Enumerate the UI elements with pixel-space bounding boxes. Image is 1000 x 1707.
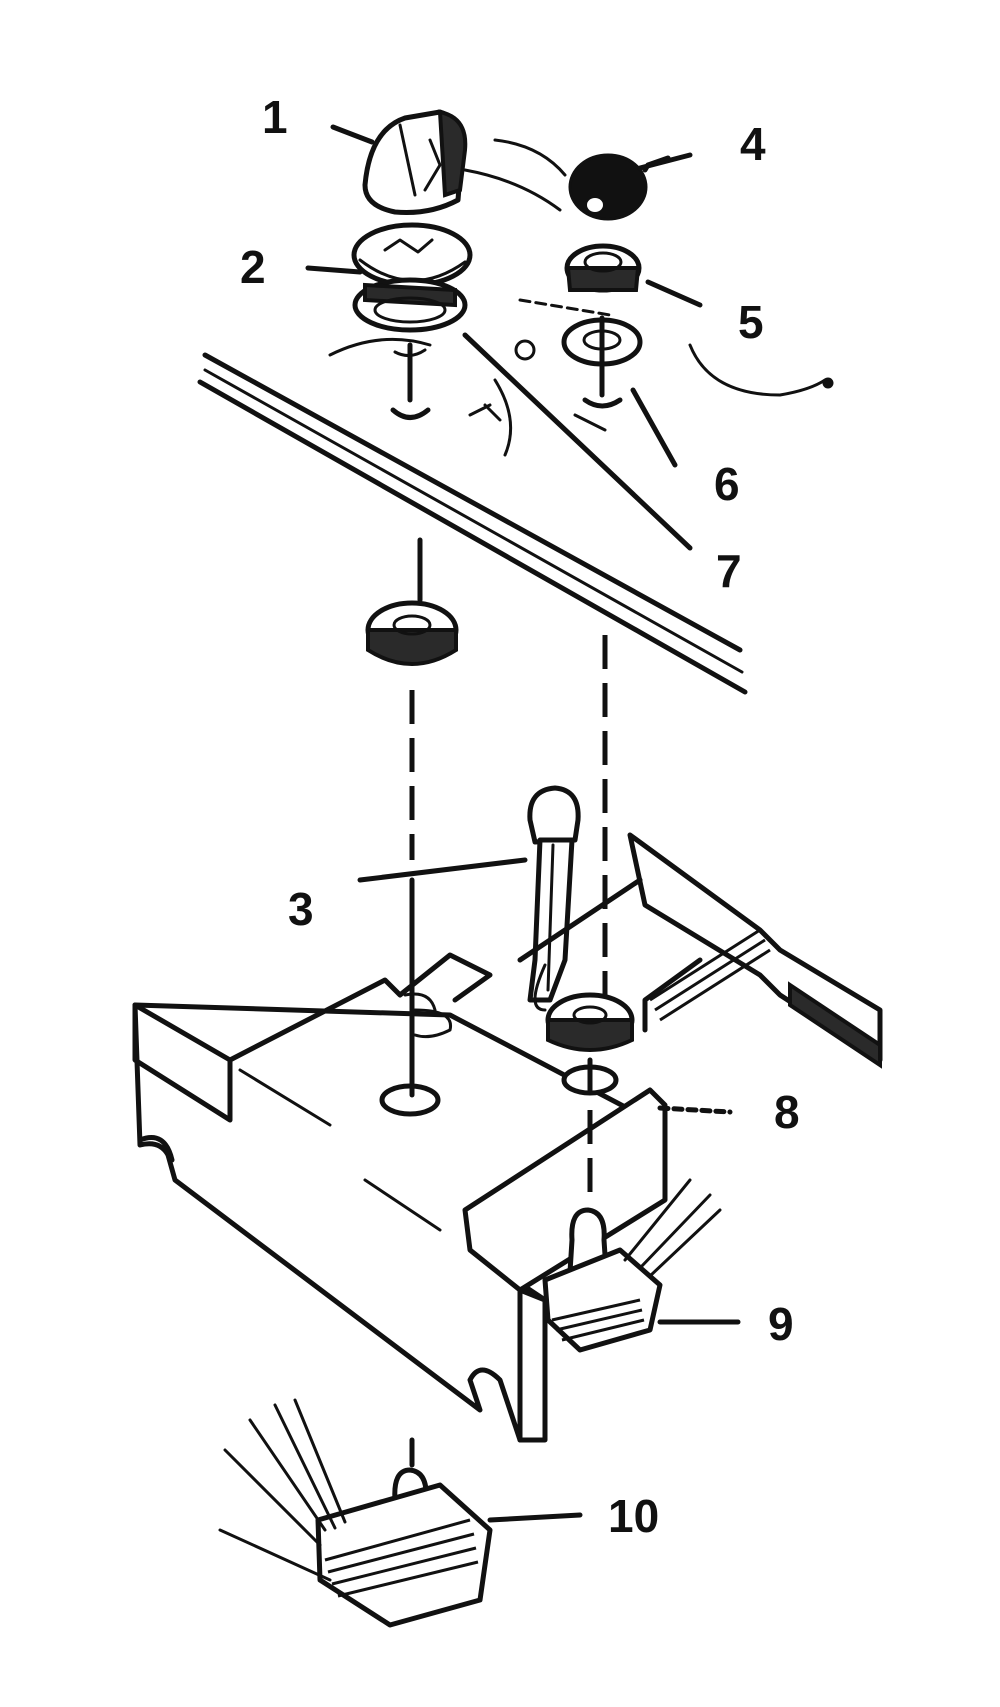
callout-4: 4 [740,118,766,170]
lower-micro-switch [218,1398,493,1628]
callout-1: 1 [262,91,288,143]
nut [564,243,642,293]
switch-body-hatch-lower [324,1518,479,1598]
spacer-grommet [365,537,459,666]
button-cap [568,153,648,221]
alignment-lines [409,635,608,1000]
bracket-pin [403,877,437,1098]
knob-skirt [351,222,473,333]
washer [561,315,643,409]
callout-8: 8 [774,1086,800,1138]
bracket-flange-hatch [649,928,771,1022]
selector-knob [362,109,468,215]
pin-bolt [527,785,581,1012]
callout-2: 2 [240,241,266,293]
callout-labels: 1 2 3 4 5 6 7 8 9 10 [240,91,800,1542]
callout-7: 7 [716,545,742,597]
upper-micro-switch [542,1110,722,1353]
knob-shaft [390,342,431,420]
callout-3: 3 [288,883,314,935]
switch-body-hatch [551,1298,645,1342]
control-panel-edge [197,352,748,695]
callout-10: 10 [608,1490,659,1542]
callout-5: 5 [738,296,764,348]
mounting-bracket [132,832,883,1443]
leader-lines [305,124,741,1523]
callout-9: 9 [768,1298,794,1350]
panel-markings [328,138,834,457]
callout-6: 6 [714,458,740,510]
lower-spacer [545,992,635,1093]
